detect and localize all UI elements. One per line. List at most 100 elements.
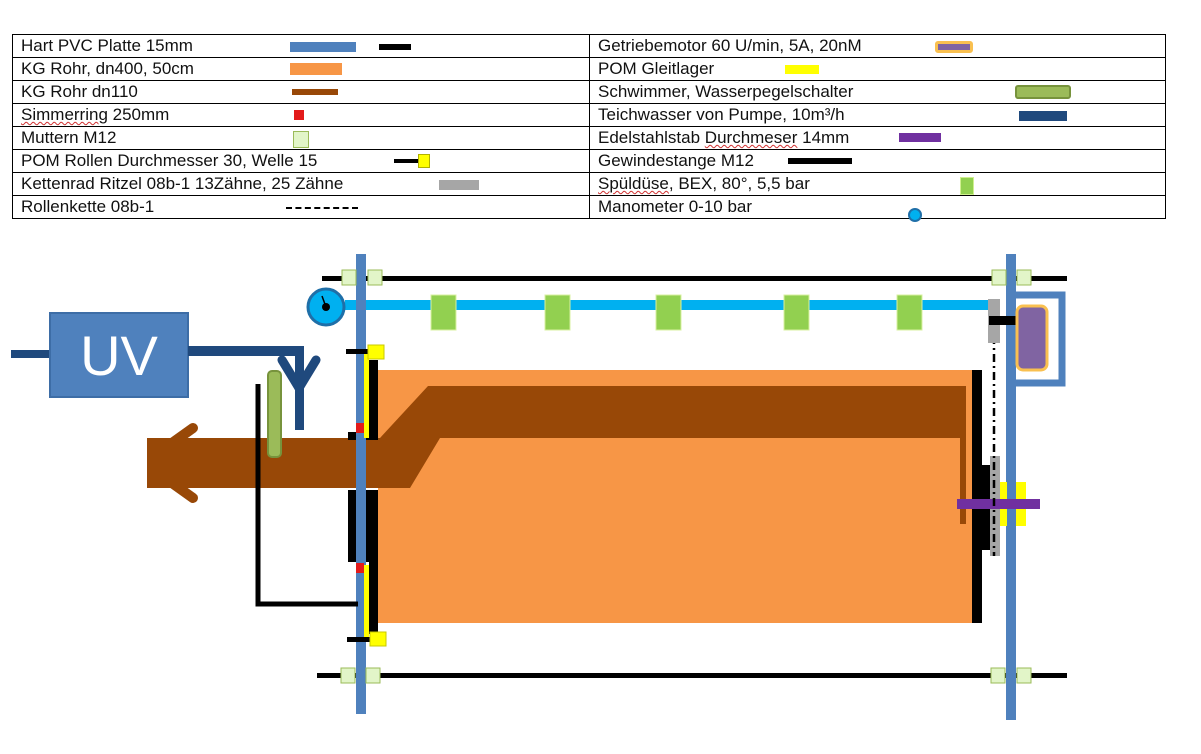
threaded-rod-swatch [379, 44, 411, 50]
inner-brown-strip-right [960, 386, 966, 524]
legend-item-roller-chain: Rollenkette 08b-1 [12, 195, 590, 219]
legend-row: Kettenrad Ritzel 08b-1 13Zähne, 25 Zähne… [12, 172, 1166, 196]
pom-roller-bottom [369, 631, 387, 647]
pond-water-pipe [188, 346, 304, 356]
legend-item-float-switch: Schwimmer, Wasserpegelschalter [589, 80, 1166, 104]
nuts [340, 269, 1032, 684]
steel-rod [957, 499, 1040, 509]
gear-motor-swatch [935, 41, 973, 53]
nut [1016, 269, 1032, 286]
spray-nozzle [655, 294, 682, 331]
nut [365, 667, 381, 684]
threaded-rod-swatch [788, 158, 852, 164]
steel-rod-swatch [899, 133, 941, 142]
pom-roller-shaft-top [346, 349, 384, 354]
nut-swatch [293, 131, 309, 148]
float-switch [267, 370, 282, 458]
nut [1016, 667, 1032, 684]
pvc-plate-right [1006, 254, 1016, 720]
pom-roller-top [367, 344, 385, 360]
motor-shaft [989, 316, 1019, 325]
pond-water-pipe-down [295, 346, 304, 380]
float-switch-cable [255, 384, 358, 607]
legend-item-pond-water-pipe: Teichwasser von Pumpe, 10m³/h [589, 103, 1166, 127]
nut [340, 667, 356, 684]
legend-item-sprocket: Kettenrad Ritzel 08b-1 13Zähne, 25 Zähne [12, 172, 590, 196]
nut [341, 269, 357, 286]
outlet-pipe-kg-110 [147, 386, 966, 488]
legend-label: Edelstahlstab Durchmeser 14mm [598, 128, 850, 147]
legend-label: Rollenkette 08b-1 [21, 197, 155, 216]
legend-item-gear-motor: Getriebemotor 60 U/min, 5A, 20nM [589, 34, 1166, 58]
spray-nozzle [896, 294, 923, 331]
threaded-rod-bottom [317, 673, 1067, 678]
right-drum-wall [972, 370, 982, 623]
legend-item-slide-bearing: POM Gleitlager [589, 57, 1166, 81]
pom-roller-yellow-swatch [418, 154, 430, 168]
legend-label: POM Gleitlager [598, 59, 715, 78]
legend-label: Kettenrad Ritzel 08b-1 13Zähne, 25 Zähne [21, 174, 344, 193]
shaft-seal-top [356, 423, 364, 433]
legend-label: Simmerring 250mm [21, 105, 170, 124]
threaded-rod-top [322, 276, 1067, 281]
legend-table: Hart PVC Platte 15mm Getriebemotor 60 U/m… [12, 34, 1166, 222]
legend-label: Getriebemotor 60 U/min, 5A, 20nM [598, 36, 862, 55]
sprocket-swatch [439, 180, 479, 190]
legend-label: Spüldüse, BEX, 80°, 5,5 bar [598, 174, 810, 193]
legend-row: Hart PVC Platte 15mm Getriebemotor 60 U/m… [12, 34, 1166, 58]
spray-nozzles [430, 294, 923, 331]
legend-label: Schwimmer, Wasserpegelschalter [598, 82, 854, 101]
uv-unit [49, 312, 189, 398]
legend-item-pom-roller: POM Rollen Durchmesser 30, Welle 15 [12, 149, 590, 173]
legend-item-spray-nozzle: Spüldüse, BEX, 80°, 5,5 bar [589, 172, 1166, 196]
nut [991, 269, 1007, 286]
pvc-plate-swatch [290, 42, 356, 52]
spray-nozzle [783, 294, 810, 331]
legend-row: POM Rollen Durchmesser 30, Welle 15 Gewin… [12, 149, 1166, 173]
legend-label: KG Rohr dn110 [21, 82, 138, 101]
pond-water-drop [295, 385, 304, 430]
slide-bearing-swatch [785, 65, 819, 74]
shaft-seal-bottom [356, 563, 364, 573]
legend-item-manometer: Manometer 0-10 bar [589, 195, 1166, 222]
spellcheck-mark: Simmerring [21, 105, 108, 124]
shaft-seal-swatch [294, 110, 304, 120]
left-drum-wall-upper [369, 360, 378, 440]
y-split-right [294, 355, 321, 393]
legend-row: Rollenkette 08b-1 Manometer 0-10 bar [12, 195, 1166, 222]
y-split-left [277, 355, 304, 393]
spray-nozzle [544, 294, 571, 331]
nut [367, 269, 383, 286]
pvc-plate-left [356, 254, 366, 714]
roller-chain-swatch [286, 207, 358, 209]
legend-label: KG Rohr, dn400, 50cm [21, 59, 194, 78]
pond-water-pipe-swatch [1019, 111, 1067, 121]
legend-row: Simmerring 250mm Teichwasser von Pumpe, 1… [12, 103, 1166, 127]
uv-label: UV [80, 324, 158, 387]
legend-item-steel-rod: Edelstahlstab Durchmeser 14mm [589, 126, 1166, 150]
legend-label: Gewindestange M12 [598, 151, 754, 170]
pom-roller-shaft-bottom [347, 637, 385, 642]
gear-motor [1015, 304, 1049, 372]
spellcheck-mark: Spüldüse [598, 174, 669, 193]
slide-bearing-left-lower [364, 565, 369, 640]
outlet-arrow-icon [160, 423, 198, 503]
spray-nozzle [430, 294, 457, 331]
manometer-needle [321, 295, 327, 308]
pond-water-inlet [11, 350, 51, 358]
manometer-swatch [908, 208, 922, 222]
kg-pipe-110-swatch [292, 89, 338, 95]
legend-item-pvc-plate: Hart PVC Platte 15mm [12, 34, 590, 58]
legend-label: Muttern M12 [21, 128, 117, 147]
legend-label: Manometer 0-10 bar [598, 197, 753, 216]
legend-label: Hart PVC Platte 15mm [21, 36, 193, 55]
spellcheck-mark: Durchmeser [704, 128, 798, 147]
legend-label: POM Rollen Durchmesser 30, Welle 15 [21, 151, 318, 170]
motor-bracket [1011, 291, 1066, 387]
pom-roller-swatch [394, 159, 424, 163]
spray-nozzle-swatch [960, 177, 974, 195]
kg-pipe-400-swatch [290, 63, 342, 75]
slide-bearing-left-upper [364, 350, 369, 438]
left-drum-wall-lower [369, 562, 378, 634]
